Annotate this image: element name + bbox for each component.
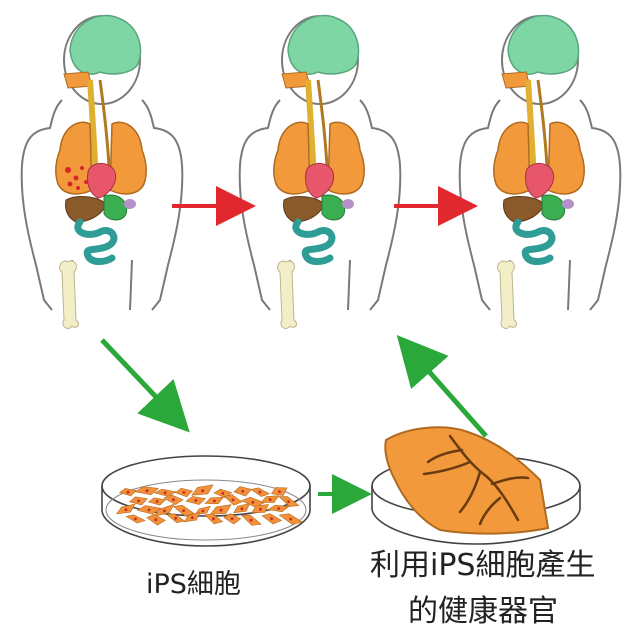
- cell-nucleus: [230, 517, 234, 521]
- cell-nucleus: [251, 500, 255, 504]
- cell-nucleus: [213, 499, 216, 503]
- cell-nucleus: [241, 489, 245, 493]
- cell-nucleus: [268, 498, 272, 501]
- cell-nucleus: [182, 491, 186, 494]
- cell-nucleus: [259, 507, 262, 511]
- cell-nucleus: [289, 517, 293, 521]
- cell-nucleus: [147, 508, 151, 512]
- human-body-icon: [22, 16, 183, 329]
- cell-nucleus: [277, 507, 281, 510]
- arrow-icon: [396, 335, 488, 438]
- lung-tissue-icon: [384, 426, 550, 535]
- healthy-organ-label-line1: 利用iPS細胞產生: [370, 548, 596, 583]
- cell-nucleus: [201, 509, 205, 513]
- cell-nucleus: [145, 489, 149, 493]
- cell-nucleus: [126, 490, 130, 494]
- cell-nucleus: [231, 498, 235, 502]
- cell-nucleus: [258, 490, 262, 494]
- ips-cells: [115, 484, 304, 526]
- cell-nucleus: [190, 516, 194, 520]
- cell-nucleus: [134, 517, 137, 521]
- petri-dish-icon: [101, 455, 311, 547]
- cell-nucleus: [137, 499, 140, 503]
- cell-nucleus: [219, 508, 223, 512]
- cell-nucleus: [163, 509, 166, 513]
- cell-nucleus: [212, 517, 215, 521]
- cell-nucleus: [155, 500, 159, 503]
- petri-dish-icon: [371, 426, 581, 545]
- cell-nucleus: [270, 517, 273, 521]
- cell-nucleus: [240, 507, 244, 511]
- cell-nucleus: [201, 489, 205, 493]
- cell-nucleus: [172, 498, 175, 501]
- cell-nucleus: [287, 500, 290, 503]
- cell-nucleus: [124, 508, 128, 511]
- cell-nucleus: [154, 518, 158, 522]
- cell-nucleus: [174, 516, 178, 520]
- cell-nucleus: [221, 492, 225, 495]
- healthy-organ-label-line2: 的健康器官: [408, 594, 558, 629]
- cell-nucleus: [278, 490, 281, 493]
- ips-cells-label: iPS細胞: [146, 569, 241, 600]
- cell-nucleus: [182, 509, 186, 512]
- human-body-icon: [460, 16, 621, 329]
- cell-nucleus: [194, 499, 198, 502]
- cell-nucleus: [249, 518, 253, 522]
- diseased-spots: [65, 166, 88, 190]
- cell-nucleus: [163, 491, 167, 495]
- vessels-icon: [422, 434, 530, 526]
- regeneration-diagram: [0, 0, 640, 547]
- arrow-icon: [100, 338, 190, 433]
- human-body-icon: [240, 16, 401, 329]
